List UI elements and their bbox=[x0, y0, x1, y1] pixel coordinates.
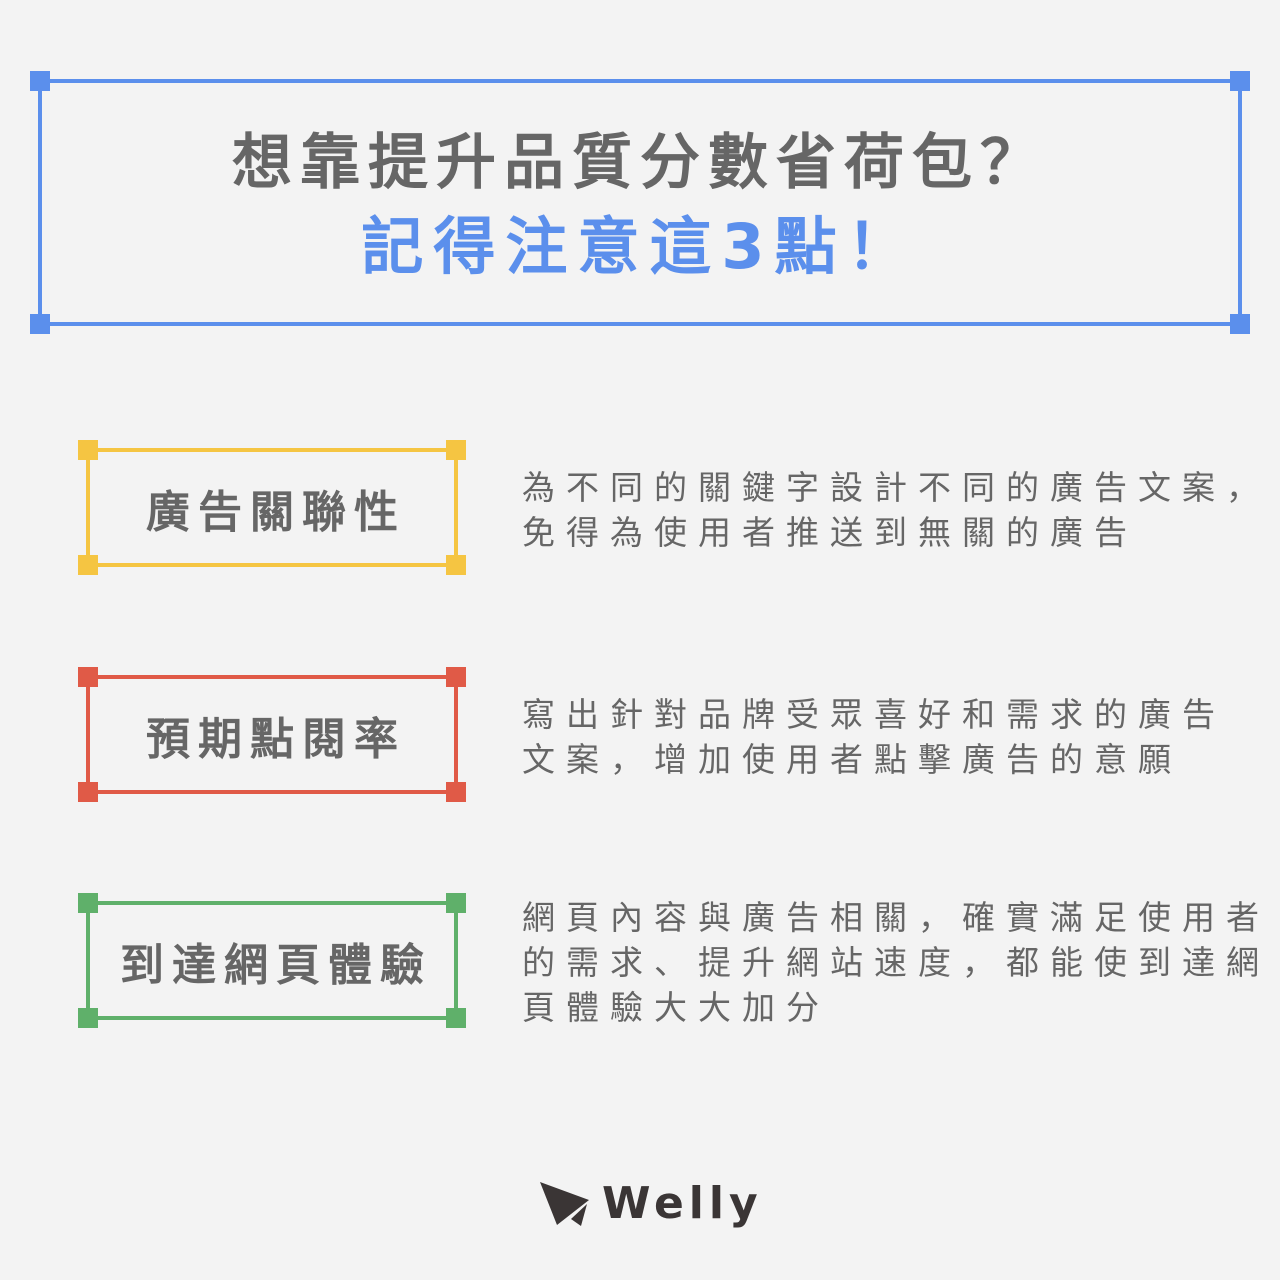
frame-edge bbox=[86, 903, 90, 1018]
frame-edge bbox=[1238, 81, 1242, 324]
item-label: 到達網頁體驗 bbox=[120, 939, 432, 991]
frame-corner-handle bbox=[446, 1008, 466, 1028]
title-headline: 想靠提升品質分數省荷包？ bbox=[232, 127, 1048, 198]
description-line: 的需求、提升網站速度，都能使到達網 bbox=[522, 943, 1270, 982]
frame-corner-handle bbox=[446, 555, 466, 575]
title-subheadline: 記得注意這3點！ bbox=[361, 209, 919, 283]
frame-corner-handle bbox=[446, 893, 466, 913]
description-line: 免得為使用者推送到無關的廣告 bbox=[522, 513, 1138, 552]
frame-edge bbox=[88, 901, 456, 905]
frame-corner-handle bbox=[446, 782, 466, 802]
item-description: 寫出針對品牌受眾喜好和需求的廣告 文案，增加使用者點擊廣告的意願 bbox=[522, 692, 1222, 782]
frame-corner-handle bbox=[30, 71, 50, 91]
frame-edge bbox=[40, 322, 1240, 326]
frame-corner-handle bbox=[1230, 314, 1250, 334]
frame-corner-handle bbox=[1230, 71, 1250, 91]
frame-edge bbox=[88, 790, 456, 794]
frame-edge bbox=[88, 1016, 456, 1020]
paper-plane-icon bbox=[538, 1179, 592, 1229]
item-description: 為不同的關鍵字設計不同的廣告文案， 免得為使用者推送到無關的廣告 bbox=[522, 465, 1270, 555]
page-title: 想靠提升品質分數省荷包？ 記得注意這3點！ bbox=[30, 71, 1250, 334]
description-line: 文案，增加使用者點擊廣告的意願 bbox=[522, 740, 1182, 779]
item-label-frame-ad-relevance: 廣告關聯性 bbox=[78, 440, 466, 575]
frame-edge bbox=[88, 675, 456, 679]
frame-corner-handle bbox=[78, 782, 98, 802]
item-label: 預期點閱率 bbox=[146, 713, 406, 765]
title-frame bbox=[30, 71, 1250, 334]
brand-name: Welly bbox=[602, 1178, 763, 1229]
frame-edge bbox=[86, 450, 90, 565]
frame-corner-handle bbox=[446, 440, 466, 460]
description-line: 網頁內容與廣告相關，確實滿足使用者 bbox=[522, 898, 1270, 937]
frame-corner-handle bbox=[78, 893, 98, 913]
description-line: 頁體驗大大加分 bbox=[522, 988, 830, 1027]
frame-edge bbox=[40, 79, 1240, 83]
frame-edge bbox=[454, 450, 458, 565]
item-description: 網頁內容與廣告相關，確實滿足使用者 的需求、提升網站速度，都能使到達網 頁體驗大… bbox=[522, 895, 1270, 1030]
frame-edge bbox=[88, 563, 456, 567]
frame-corner-handle bbox=[30, 314, 50, 334]
frame-corner-handle bbox=[78, 1008, 98, 1028]
frame-edge bbox=[454, 677, 458, 792]
item-label-frame-landing-page-experience: 到達網頁體驗 bbox=[78, 893, 466, 1028]
frame-edge bbox=[454, 903, 458, 1018]
frame-corner-handle bbox=[78, 555, 98, 575]
item-label-frame-expected-ctr: 預期點閱率 bbox=[78, 667, 466, 802]
frame-edge bbox=[88, 448, 456, 452]
frame-edge bbox=[86, 677, 90, 792]
frame-corner-handle bbox=[446, 667, 466, 687]
frame-corner-handle bbox=[78, 667, 98, 687]
brand-logo: Welly bbox=[538, 1178, 763, 1230]
frame-edge bbox=[38, 81, 42, 324]
description-line: 寫出針對品牌受眾喜好和需求的廣告 bbox=[522, 695, 1226, 734]
description-line: 為不同的關鍵字設計不同的廣告文案， bbox=[522, 468, 1270, 507]
frame-corner-handle bbox=[78, 440, 98, 460]
item-label: 廣告關聯性 bbox=[146, 486, 406, 538]
